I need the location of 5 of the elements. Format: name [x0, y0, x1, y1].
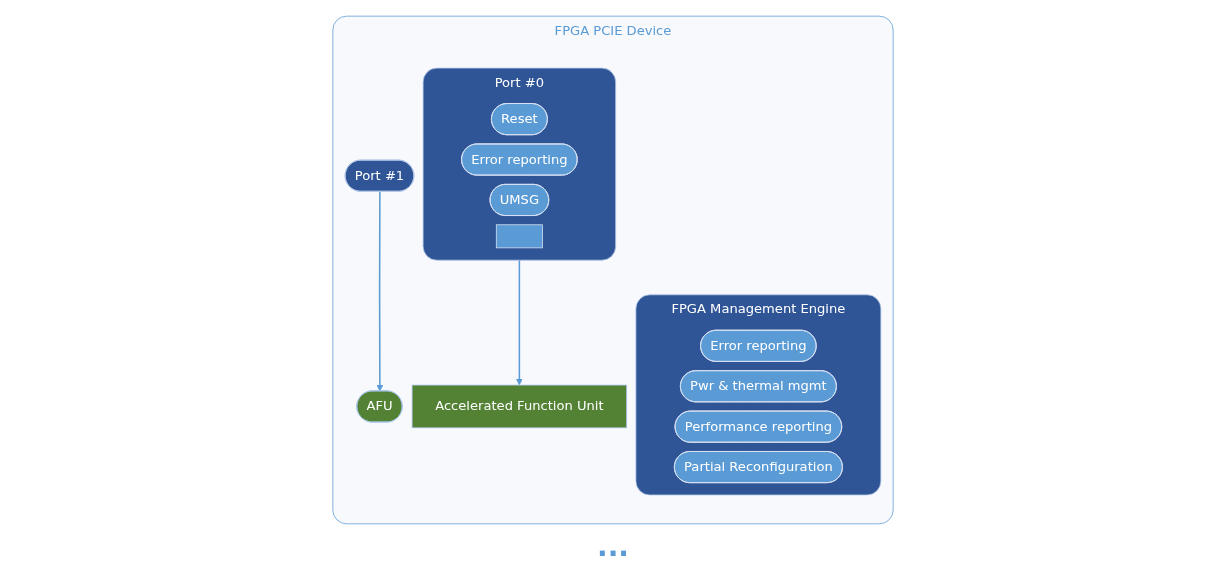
- ellipsis-note: ...: [597, 530, 629, 563]
- arrow: [376, 190, 384, 392]
- node-box: [495, 224, 543, 249]
- node-box: Accelerated Function Unit: [411, 384, 628, 429]
- arrow: [516, 259, 523, 386]
